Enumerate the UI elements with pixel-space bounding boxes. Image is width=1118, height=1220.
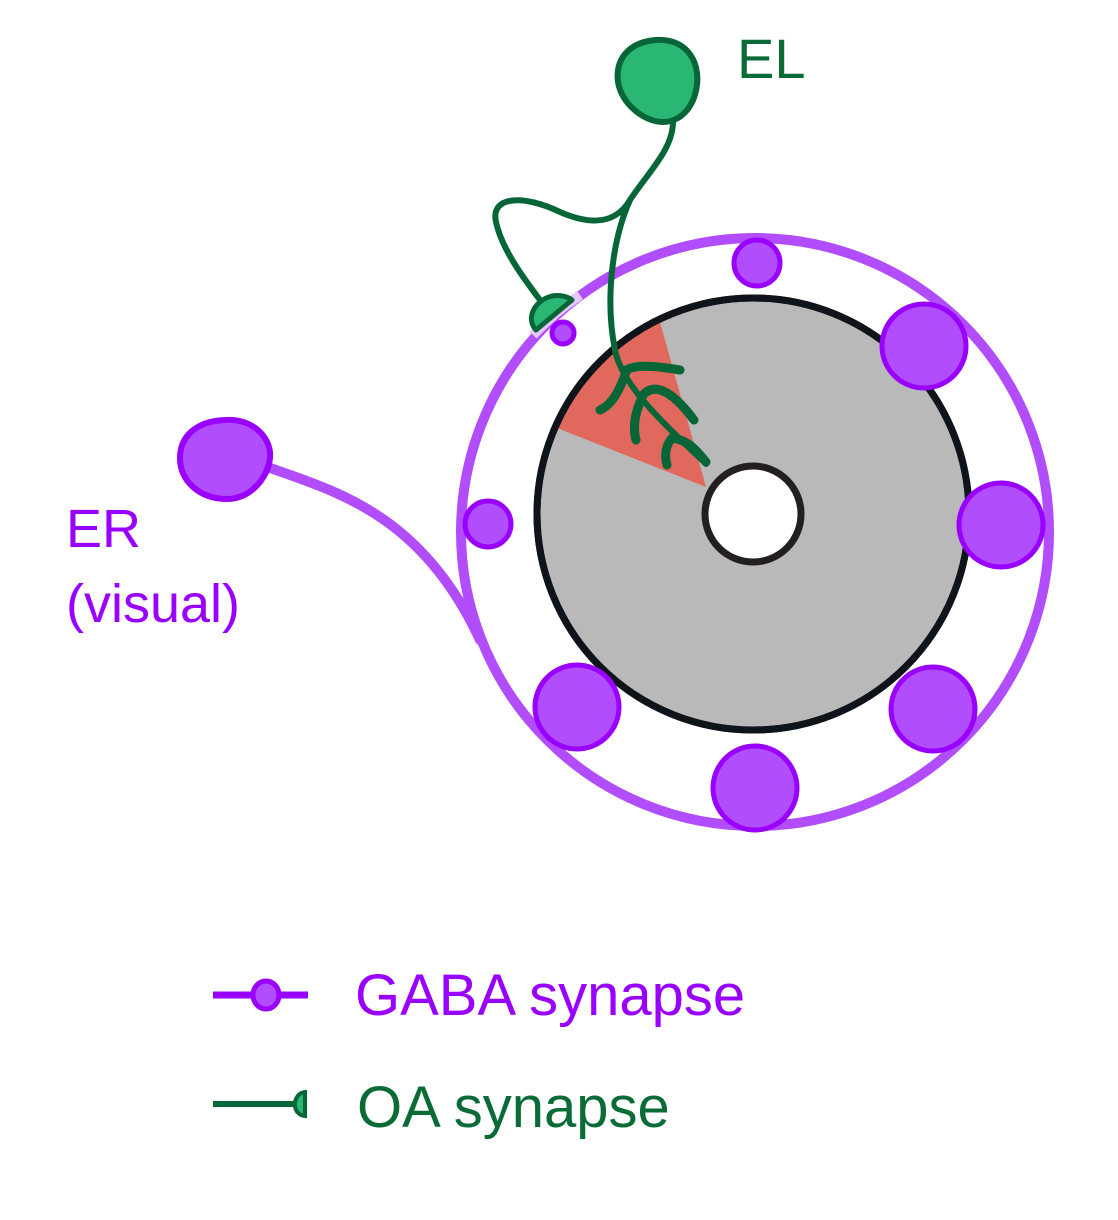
gaba-synapse	[888, 664, 978, 754]
er-neurite	[257, 460, 485, 645]
legend: GABA synapse OA synapse	[213, 963, 745, 1140]
gaba-synapse	[879, 301, 969, 391]
legend-gaba-symbol	[213, 978, 308, 1012]
er-label: ER	[66, 499, 141, 559]
gaba-synapse	[462, 498, 514, 550]
gaba-synapses	[462, 237, 1046, 833]
el-soma	[614, 36, 701, 126]
el-side-branch	[492, 197, 633, 303]
legend-oa-symbol	[213, 1089, 307, 1119]
legend-oa-label: OA synapse	[357, 1075, 670, 1140]
oa-synapse-terminal	[528, 293, 575, 333]
el-label: EL	[737, 27, 806, 90]
gaba-synapse-small	[549, 319, 577, 347]
er-soma	[176, 416, 274, 503]
el-main-neurite	[607, 120, 709, 467]
gaba-synapse	[731, 237, 783, 289]
gaba-synapse	[710, 743, 800, 833]
gaba-synapse	[532, 662, 622, 752]
inner-hole	[701, 462, 805, 566]
gaba-synapse	[956, 480, 1046, 570]
er-sublabel: (visual)	[66, 574, 240, 634]
legend-gaba-label: GABA synapse	[355, 963, 745, 1028]
el-arbor	[595, 361, 711, 470]
